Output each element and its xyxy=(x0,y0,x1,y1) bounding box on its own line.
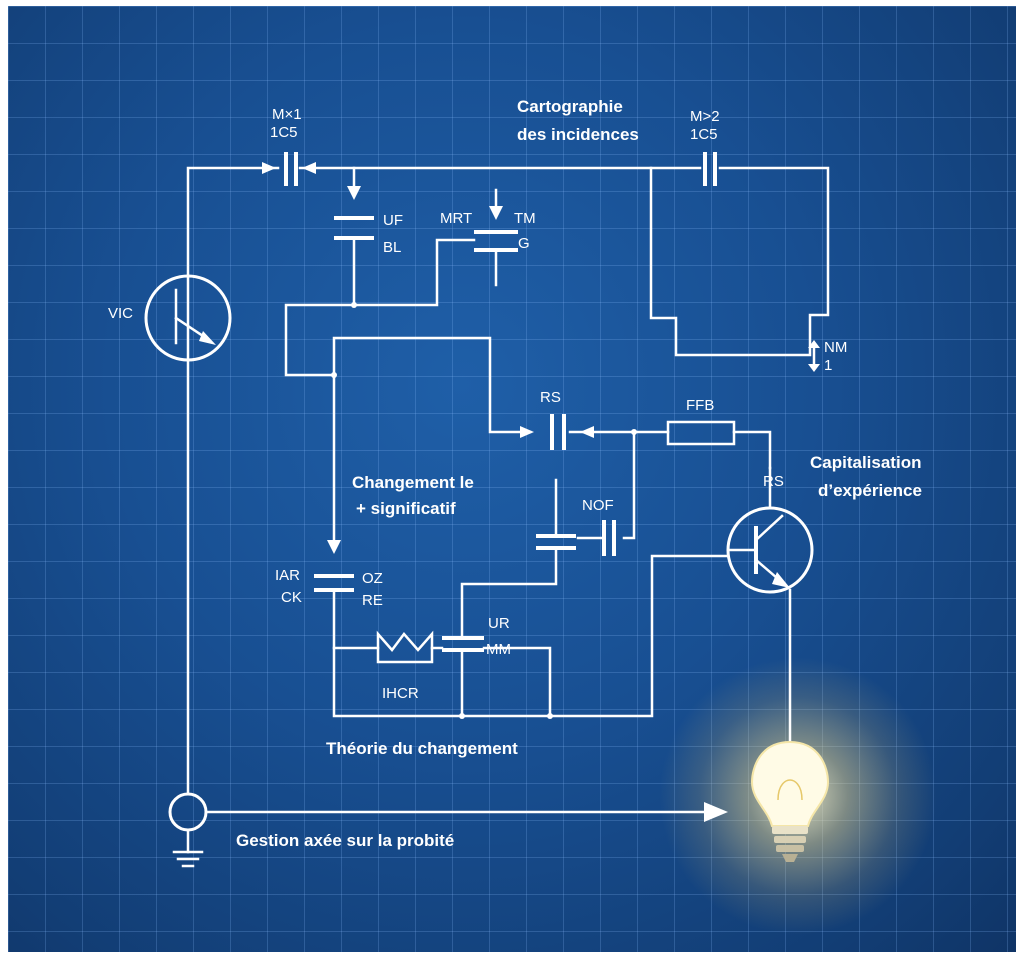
capacitor-mx1: M×1 1C5 xyxy=(270,106,302,186)
capacitor-nof: NOF xyxy=(460,430,636,640)
heading-changement-line1: Changement le xyxy=(352,473,474,492)
bl-label: BL xyxy=(383,239,401,256)
heading-theorie: Théorie du changement xyxy=(326,739,518,758)
nm-sub-label: 1 xyxy=(824,357,832,374)
capacitor-mx2: M>2 1C5 xyxy=(690,108,720,186)
g-label: G xyxy=(518,235,530,252)
uf-label: UF xyxy=(383,212,403,229)
junction-dots xyxy=(331,302,637,719)
transistor xyxy=(726,506,814,742)
rs-right-label: RS xyxy=(763,473,784,490)
heading-changement-line2: + significatif xyxy=(356,499,456,518)
oz-label: OZ xyxy=(362,570,383,587)
tm-label: TM xyxy=(514,210,536,227)
ihcr-label: IHCR xyxy=(382,685,419,702)
capacitor-uf-bl: UF BL xyxy=(284,166,476,377)
heading-gestion: Gestion axée sur la probité xyxy=(236,831,454,850)
lightbulb-icon xyxy=(750,740,830,862)
rs-capacitor-loop: RS xyxy=(332,336,670,550)
resistor-ffb: FFB RS xyxy=(666,397,784,510)
vic-meter: VIC xyxy=(108,274,232,794)
ck-label: CK xyxy=(281,589,302,606)
mx1-label-top: M×1 xyxy=(272,106,302,123)
capacitor-mrt: MRT TM G xyxy=(440,188,536,287)
mx2-label-bottom: 1C5 xyxy=(690,126,718,143)
mm-label-text: MM xyxy=(486,641,511,658)
vic-label: VIC xyxy=(108,305,133,322)
re-label: RE xyxy=(362,592,383,609)
capacitor-iar-ck: IAR CK OZ RE xyxy=(275,540,730,718)
mx2-label-top: M>2 xyxy=(690,108,720,125)
ihcr-element: IHCR UR MM xyxy=(332,615,552,718)
heading-capitalisation-line2: d’expérience xyxy=(818,481,922,500)
nm-label: NM xyxy=(824,339,847,356)
heading-cartographie-line1: Cartographie xyxy=(517,97,623,116)
heading-cartographie-line2: des incidences xyxy=(517,125,639,144)
mx1-label-bottom: 1C5 xyxy=(270,124,298,141)
heading-capitalisation-line1: Capitalisation xyxy=(810,453,921,472)
rs-top-label: RS xyxy=(540,389,561,406)
nof-label: NOF xyxy=(582,497,614,514)
mrt-label: MRT xyxy=(440,210,472,227)
nm-indicator: NM 1 xyxy=(808,339,847,374)
ground-node xyxy=(168,792,728,868)
circuit-diagram: M×1 1C5 M>2 1C5 UF BL xyxy=(108,97,922,868)
ffb-label: FFB xyxy=(686,397,714,414)
top-bus-wires xyxy=(186,162,830,362)
blueprint-background: M×1 1C5 M>2 1C5 UF BL xyxy=(8,6,1016,952)
ur-label: UR xyxy=(488,615,510,632)
iar-label: IAR xyxy=(275,567,300,584)
